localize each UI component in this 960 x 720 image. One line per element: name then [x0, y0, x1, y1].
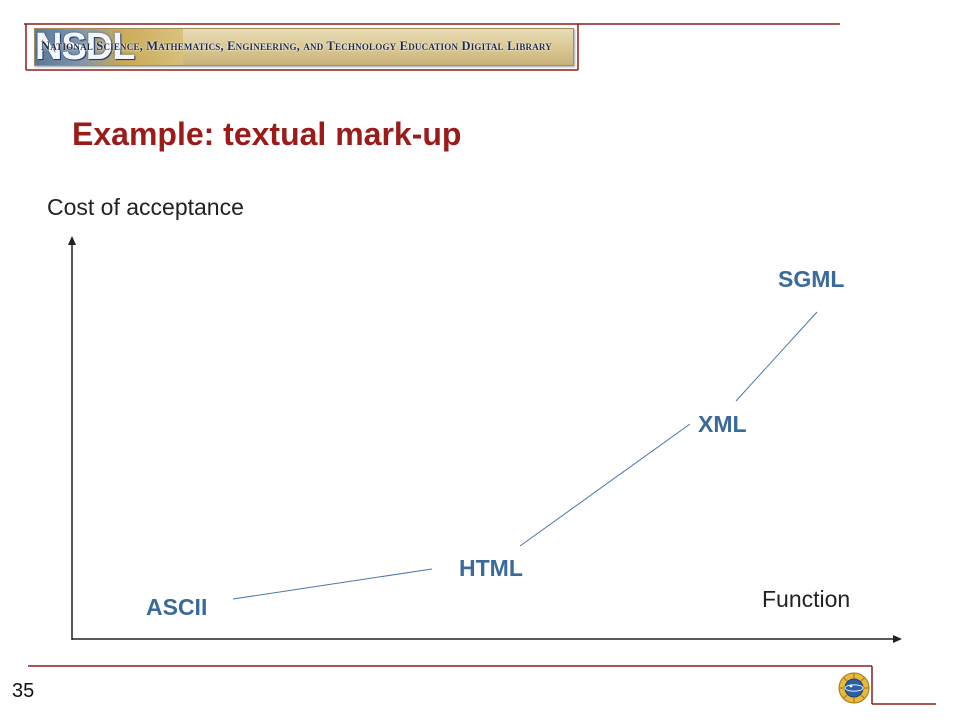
nsdl-logo-background [35, 29, 183, 65]
nsf-seal-icon [838, 672, 870, 704]
connector-ascii-html [232, 568, 433, 600]
header-banner: NSDL National Science, Mathematics, Engi… [34, 28, 574, 66]
page-number: 35 [12, 680, 35, 702]
nsdl-logo-text: NSDL [35, 28, 135, 66]
node-label-xml: XML [698, 411, 747, 437]
connector-lines [232, 311, 818, 600]
node-label-html: HTML [459, 555, 523, 581]
node-label-sgml: SGML [778, 266, 845, 292]
connector-html-xml [519, 423, 691, 547]
nsdl-logo: NSDL [35, 29, 183, 65]
banner-text: National Science, Mathematics, Engineeri… [41, 39, 553, 53]
y-axis-label: Cost of acceptance [47, 194, 244, 220]
slide-title: Example: textual mark-up [72, 116, 462, 152]
connector-xml-sgml [735, 311, 818, 402]
x-axis-label: Function [762, 586, 851, 612]
node-label-ascii: ASCII [146, 594, 208, 620]
